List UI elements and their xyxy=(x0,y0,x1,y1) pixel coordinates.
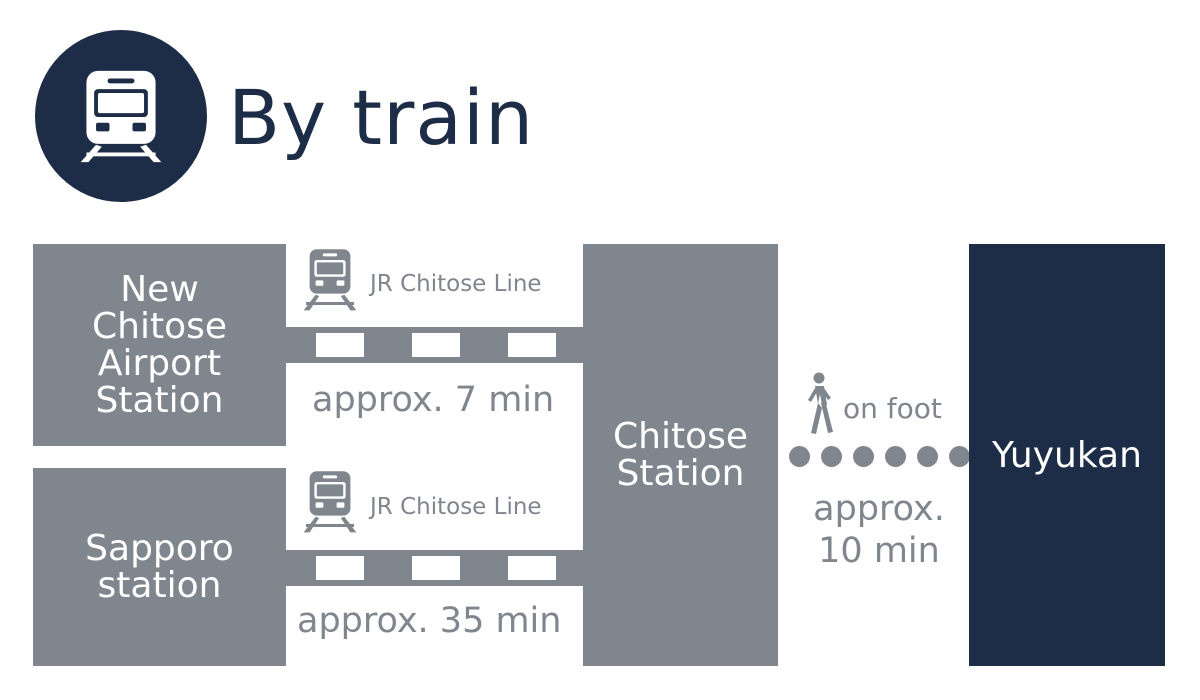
destination-yuyukan: Yuyukan xyxy=(969,244,1165,666)
train-icon xyxy=(303,471,357,533)
walk-label: on foot xyxy=(843,392,942,425)
station-label: Sapporo station xyxy=(85,528,234,606)
station-sapporo: Sapporo station xyxy=(33,468,286,666)
destination-label: Yuyukan xyxy=(992,434,1142,476)
station-label: New Chitose Airport Station xyxy=(92,269,227,421)
page-title: By train xyxy=(228,73,535,162)
path-dot xyxy=(949,446,970,467)
route-time: approx. 35 min xyxy=(297,601,562,641)
path-dot xyxy=(789,446,810,467)
path-dot xyxy=(885,446,906,467)
path-dot xyxy=(853,446,874,467)
route-time: approx. 7 min xyxy=(312,380,555,420)
station-label: Chitose Station xyxy=(613,416,748,494)
route-line-label: JR Chitose Line xyxy=(370,271,542,297)
train-icon xyxy=(303,249,357,311)
walking-path-dots xyxy=(789,446,970,467)
path-dot xyxy=(821,446,842,467)
rail-track xyxy=(286,327,583,363)
header-train-badge xyxy=(35,30,207,202)
walking-person-icon xyxy=(808,372,833,434)
train-icon xyxy=(80,70,162,163)
station-chitose: Chitose Station xyxy=(583,244,778,666)
walk-time: approx. 10 min xyxy=(813,489,945,571)
route-line-label: JR Chitose Line xyxy=(370,494,542,520)
path-dot xyxy=(917,446,938,467)
rail-track xyxy=(286,550,583,586)
station-new-chitose-airport: New Chitose Airport Station xyxy=(33,244,286,446)
